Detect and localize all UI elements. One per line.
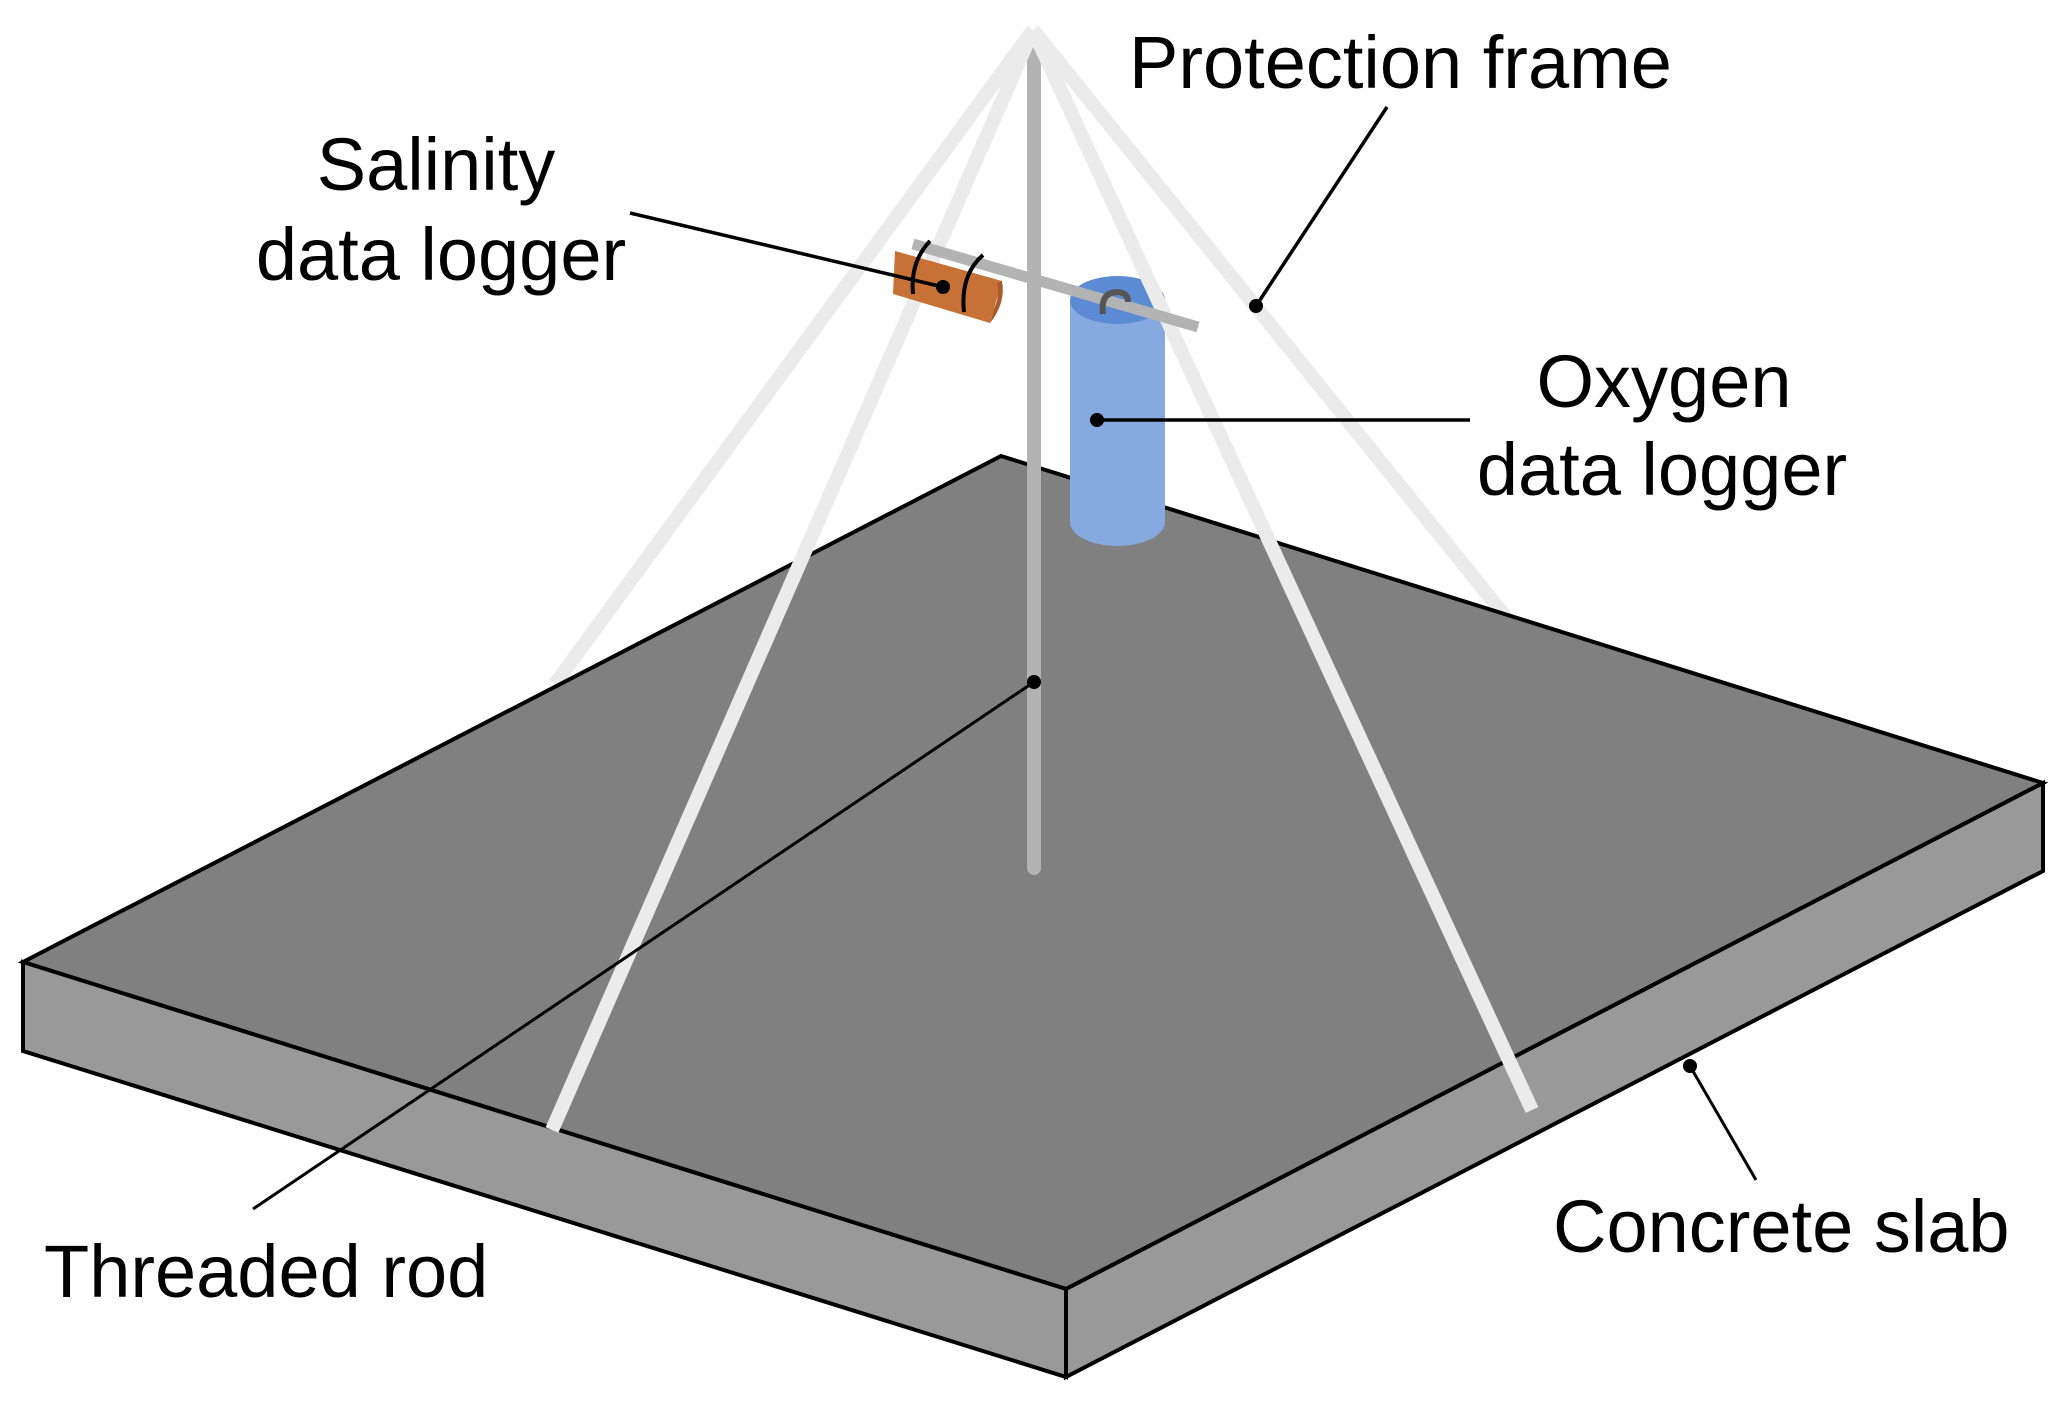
leader-protection-frame: [1254, 106, 1389, 307]
salinity-clamp-left: [910, 239, 932, 295]
frame-leg-back-right: [1027, 25, 1515, 626]
dot-threaded-rod: [1027, 675, 1041, 689]
oxygen-logger-hook-icon: [1099, 288, 1131, 315]
label-oxygen-line2: data logger: [1477, 428, 1847, 511]
frame-leg-front-right: [1026, 27, 1539, 1113]
leader-threaded-rod: [252, 680, 1035, 1211]
frame-leg-front-left: [545, 27, 1040, 1133]
leader-salinity: [629, 211, 944, 289]
label-concrete-slab: Concrete slab: [1553, 1185, 2010, 1268]
salinity-logger-end: [990, 281, 1003, 323]
slab-right-face: [1064, 779, 2045, 1381]
label-salinity-line2: data logger: [256, 213, 626, 296]
leader-lines: [252, 106, 1758, 1211]
cross-bar: [911, 238, 1200, 333]
protection-frame-front: [545, 27, 1539, 1133]
label-salinity-line1: Salinity: [317, 123, 556, 206]
labels: Protection frame Salinity data logger Ox…: [44, 21, 2010, 1313]
dot-salinity: [936, 280, 950, 294]
dot-oxygen: [1090, 413, 1104, 427]
label-oxygen-line1: Oxygen: [1536, 340, 1791, 423]
salinity-clamp-right: [961, 253, 985, 313]
dot-concrete-slab: [1683, 1059, 1697, 1073]
dot-protection-frame: [1249, 299, 1263, 313]
label-threaded-rod: Threaded rod: [44, 1230, 488, 1313]
protection-frame-back: [549, 25, 1515, 689]
leader-concrete-slab: [1688, 1065, 1758, 1181]
frame-leg-back-left: [549, 25, 1039, 689]
label-protection-frame: Protection frame: [1129, 21, 1672, 104]
oxygen-logger-body: [1070, 300, 1165, 546]
